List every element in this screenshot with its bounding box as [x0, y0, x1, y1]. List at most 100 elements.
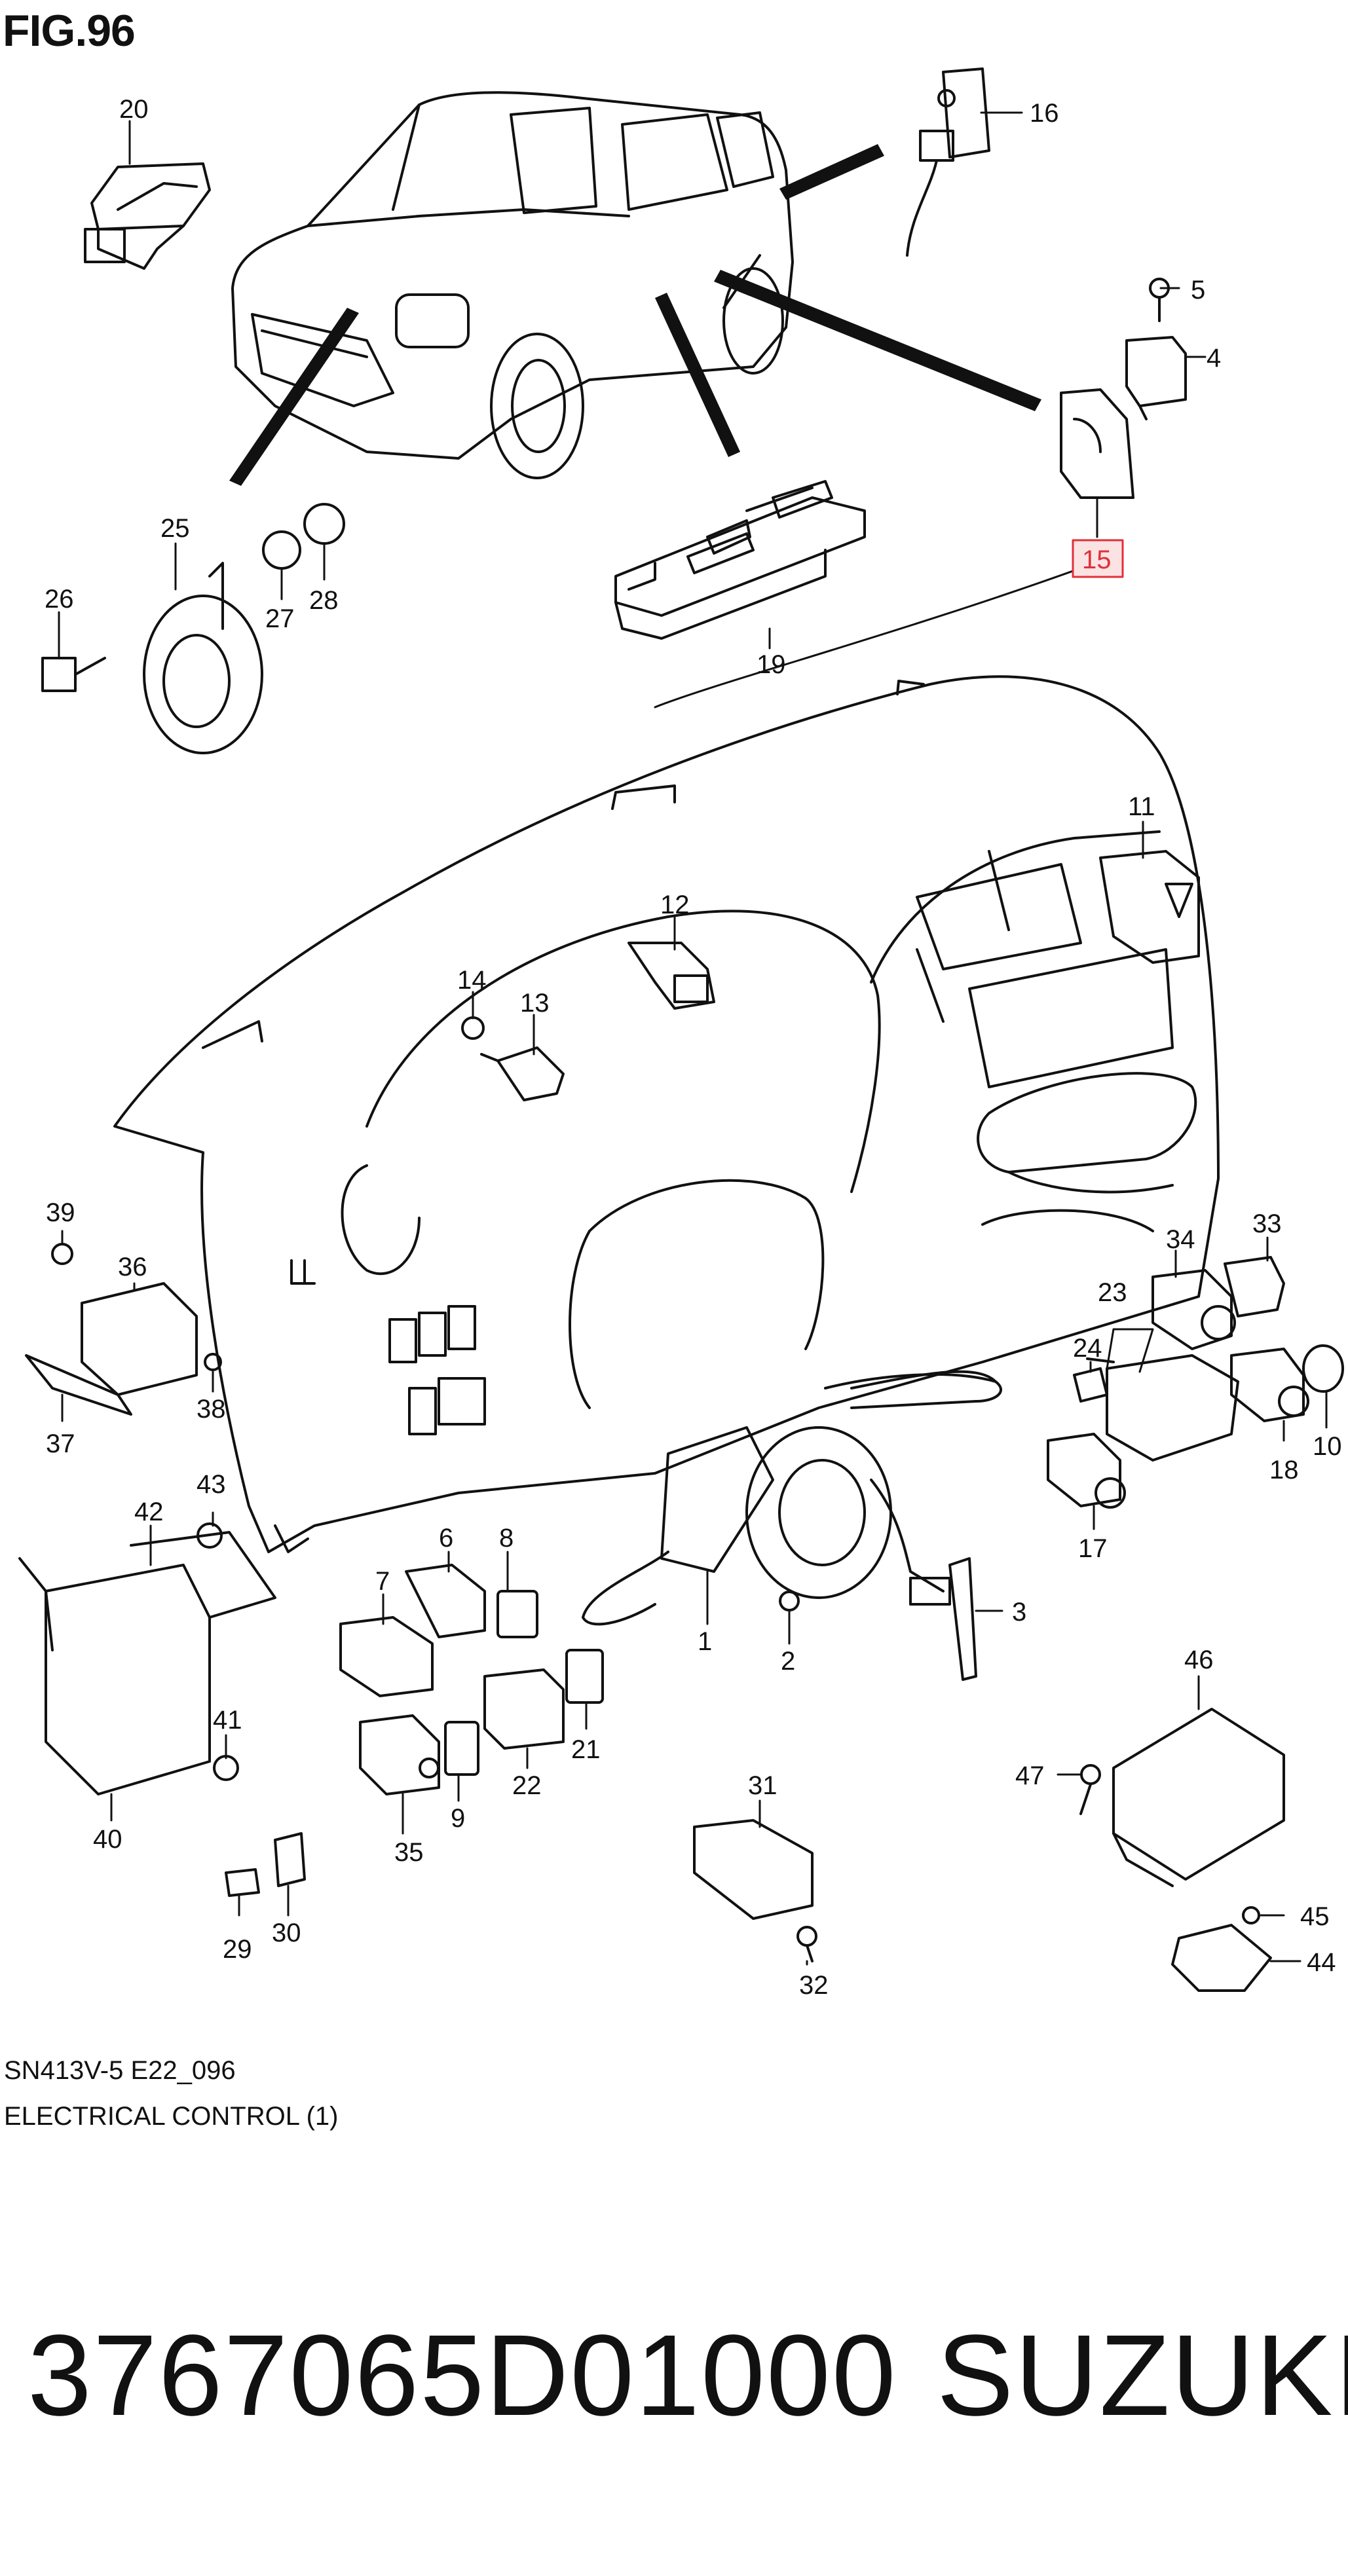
leader-lines [58, 111, 1328, 1966]
part-36-module [25, 1282, 198, 1416]
callout-20: 20 [119, 95, 149, 124]
callout-12: 12 [660, 891, 690, 919]
part-25-horn [143, 562, 263, 754]
callout-43: 43 [197, 1470, 226, 1499]
part-29-fuse [225, 1868, 260, 1897]
part-2-screw [779, 1591, 800, 1611]
part-38-screw [204, 1353, 222, 1371]
callout-numbers: 1 2 3 4 5 6 7 8 9 10 11 12 13 14 16 17 1… [45, 95, 1342, 2000]
part-30-clip [274, 1832, 306, 1887]
callout-25: 25 [160, 514, 190, 543]
brand-name: SUZUKI [937, 2311, 1348, 2440]
part-22-switch [483, 1668, 565, 1750]
callout-8: 8 [499, 1524, 514, 1553]
part-41-nut [213, 1755, 239, 1781]
callout-31: 31 [748, 1771, 777, 1800]
callout-10: 10 [1313, 1432, 1342, 1461]
callout-46: 46 [1184, 1646, 1214, 1674]
dashboard-illustration [113, 675, 1220, 1553]
part-13-switch [480, 1046, 565, 1101]
part-11-hazard-switch [1099, 850, 1200, 964]
callout-27: 27 [265, 604, 295, 633]
callout-24: 24 [1073, 1334, 1102, 1363]
part-39-nut [51, 1243, 73, 1265]
part-8-cap [496, 1590, 538, 1638]
callout-35: 35 [394, 1838, 424, 1867]
callout-28: 28 [309, 586, 339, 615]
part-32-screw [796, 1926, 817, 1962]
part-17-switch [1047, 1433, 1126, 1509]
callout-30: 30 [272, 1919, 301, 1947]
part-43-bolt [197, 1522, 223, 1549]
callout-14: 14 [457, 966, 487, 995]
part-47-bolt [1079, 1764, 1101, 1815]
callout-3: 3 [1012, 1598, 1026, 1627]
callout-6: 6 [439, 1524, 453, 1553]
parts-diagram: 1 2 3 4 5 6 7 8 9 10 11 12 13 14 16 17 1… [18, 67, 1344, 2000]
figure-code: SN413V-5 E22_096 [4, 2056, 236, 2085]
part-40-control-unit [18, 1531, 276, 1795]
callout-42: 42 [134, 1498, 164, 1526]
callout-37: 37 [46, 1429, 75, 1458]
callout-22: 22 [512, 1771, 542, 1800]
part-4-relay [1125, 336, 1187, 420]
callout-29: 29 [223, 1935, 252, 1964]
callout-7: 7 [375, 1567, 390, 1596]
callout-44: 44 [1307, 1948, 1336, 1977]
part-12-stop-switch [627, 942, 715, 1010]
callout-17: 17 [1078, 1534, 1108, 1563]
part-35-switch [359, 1714, 440, 1795]
callout-40: 40 [93, 1825, 122, 1854]
part-16-sensor [906, 67, 990, 257]
part-45-screw [1242, 1906, 1260, 1924]
part-19-window-switch [614, 480, 866, 640]
callout-41: 41 [213, 1706, 242, 1735]
callout-34: 34 [1166, 1225, 1195, 1254]
part-1-combination-switch [582, 1370, 997, 1626]
part-5-screw [1149, 278, 1170, 322]
callout-45: 45 [1300, 1902, 1330, 1931]
callout-11: 11 [1128, 792, 1155, 821]
part-44-bracket [1171, 1924, 1272, 1992]
callout-33: 33 [1252, 1209, 1282, 1238]
part-20-switch [84, 162, 211, 270]
callout-26: 26 [45, 585, 74, 614]
part-26-bolt [41, 657, 106, 692]
part-46-airbag-unit [1112, 1708, 1285, 1887]
callout-18: 18 [1269, 1456, 1299, 1484]
part-27-washer [262, 530, 301, 570]
figure-title: FIG.96 [3, 6, 136, 56]
callout-21: 21 [571, 1735, 601, 1764]
part-6-switch [405, 1564, 486, 1638]
callout-15: 15 [1082, 545, 1112, 574]
callout-47: 47 [1015, 1761, 1045, 1790]
vehicle-illustration [231, 91, 794, 479]
part-10-cap [1302, 1344, 1344, 1393]
part-28-nut [303, 503, 345, 545]
part-number: 3767065D01000 [28, 2311, 897, 2440]
part-21-cap [565, 1649, 604, 1704]
callout-36: 36 [118, 1253, 147, 1281]
figure-description: ELECTRICAL CONTROL (1) [4, 2102, 339, 2131]
part-15-relay-bracket [1060, 388, 1134, 499]
callout-4: 4 [1207, 344, 1221, 373]
part-34-ignition [1151, 1269, 1236, 1350]
part-31-sensor [693, 1819, 814, 1920]
callout-13: 13 [520, 989, 550, 1018]
callout-9: 9 [451, 1804, 465, 1833]
part-14-nut [461, 1016, 485, 1040]
callout-39: 39 [46, 1198, 75, 1227]
part-18-switch [1230, 1348, 1309, 1422]
callout-19: 19 [757, 650, 786, 679]
callout-23: 23 [1098, 1278, 1127, 1307]
part-9-cap [444, 1721, 479, 1776]
callout-38: 38 [197, 1395, 226, 1424]
part-7-switch [339, 1616, 434, 1697]
highlighted-callout-15: 15 [1072, 539, 1124, 578]
part-24-bulb [1073, 1367, 1108, 1403]
callout-2: 2 [781, 1647, 795, 1676]
part-23-switch-assy [1086, 1354, 1239, 1462]
pointer-wedges [229, 144, 1041, 486]
callout-16: 16 [1030, 99, 1059, 128]
part-33-switch [1224, 1256, 1285, 1317]
